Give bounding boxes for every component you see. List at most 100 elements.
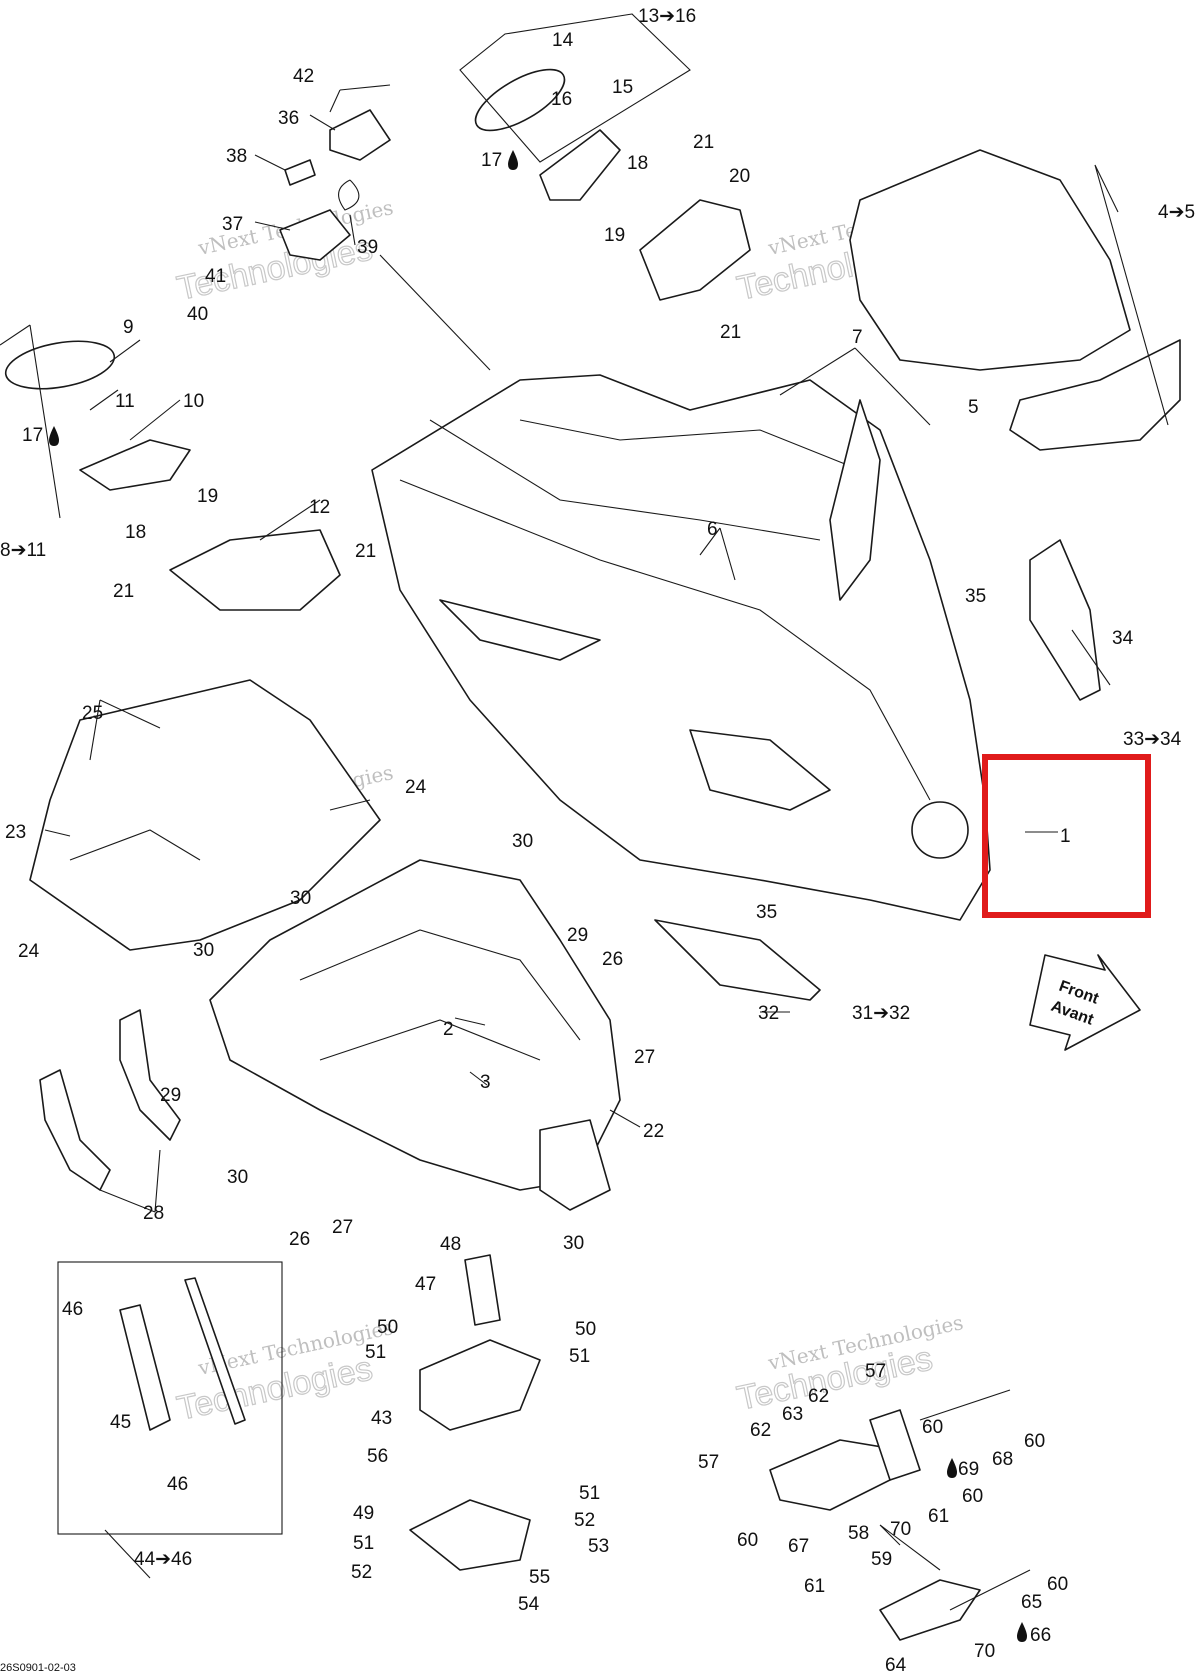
highlight-box <box>982 754 1151 918</box>
label-part-29: 29 <box>160 1085 181 1106</box>
label-part-5: 5 <box>968 397 979 418</box>
kit-box <box>57 1261 283 1535</box>
label-part-22: 22 <box>643 1121 664 1142</box>
part-number-labels: 1 2 3 4➔5 5 6 7 8➔11 9 10 11 12 13➔16 14… <box>0 6 1195 1676</box>
label-part-45: 45 <box>110 1412 131 1433</box>
label-part-29: 29 <box>567 925 588 946</box>
mirror-assembly-left <box>4 340 341 611</box>
label-part-14: 14 <box>552 30 574 51</box>
footrest-assembly <box>769 1389 1031 1641</box>
label-part-50: 50 <box>377 1317 398 1338</box>
straps-part <box>39 1009 181 1191</box>
label-part-40: 40 <box>187 304 208 325</box>
side-panel-part <box>1029 539 1101 701</box>
label-part-27: 27 <box>634 1047 655 1068</box>
label-part-7: 7 <box>852 327 863 348</box>
label-part-51: 51 <box>365 1342 386 1363</box>
lower-cover-part <box>29 679 381 951</box>
label-part-32: 32 <box>758 1003 779 1024</box>
label-part-11: 11 <box>115 391 135 412</box>
oil-drop-icons <box>49 150 1027 1642</box>
label-part-54: 54 <box>518 1594 540 1615</box>
label-part-37: 37 <box>222 214 243 235</box>
label-part-57: 57 <box>698 1452 719 1473</box>
label-part-30: 30 <box>563 1233 584 1254</box>
label-part-65: 65 <box>1021 1592 1042 1613</box>
oil-drop-icon <box>1017 1622 1027 1642</box>
label-part-18: 18 <box>125 522 146 543</box>
label-part-66: 66 <box>1030 1625 1051 1646</box>
label-part-62: 62 <box>750 1420 771 1441</box>
label-part-36: 36 <box>278 108 299 129</box>
label-part-21: 21 <box>113 581 134 602</box>
label-part-23: 23 <box>5 822 26 843</box>
label-part-47: 47 <box>415 1274 436 1295</box>
front-direction-arrow: Front Avant <box>1029 954 1141 1051</box>
label-part-59: 59 <box>871 1549 892 1570</box>
label-part-52: 52 <box>351 1562 372 1583</box>
chassis-part <box>209 859 621 1211</box>
label-part-69: 69 <box>958 1459 979 1480</box>
label-part-34: 34 <box>1112 628 1134 649</box>
label-part-60: 60 <box>922 1417 943 1438</box>
label-part-43: 43 <box>371 1408 392 1429</box>
label-part-2: 2 <box>443 1019 454 1040</box>
hood-part <box>371 374 991 921</box>
label-part-20: 20 <box>729 166 750 187</box>
label-part-21: 21 <box>693 132 714 153</box>
label-part-70: 70 <box>890 1519 911 1540</box>
label-part-12: 12 <box>309 497 330 518</box>
label-part-51: 51 <box>579 1483 600 1504</box>
oil-drop-icon <box>49 426 59 446</box>
label-part-9: 9 <box>123 317 134 338</box>
label-part-63: 63 <box>782 1404 803 1425</box>
label-part-30: 30 <box>290 888 311 909</box>
label-part-19: 19 <box>197 486 218 507</box>
label-part-51: 51 <box>353 1533 374 1554</box>
label-part-62: 62 <box>808 1386 829 1407</box>
label-part-17: 17 <box>22 425 43 446</box>
bracket-assembly <box>279 109 391 261</box>
label-part-27: 27 <box>332 1217 353 1238</box>
label-part-16: 16 <box>551 89 572 110</box>
column-assembly <box>409 1254 541 1571</box>
label-part-60: 60 <box>1047 1574 1068 1595</box>
label-part-28: 28 <box>143 1203 164 1224</box>
label-part-68: 68 <box>992 1449 1013 1470</box>
label-part-30: 30 <box>512 831 533 852</box>
label-part-51: 51 <box>569 1346 590 1367</box>
label-part-30: 30 <box>227 1167 248 1188</box>
grille-part <box>654 919 821 1001</box>
drawing-code: 26S0901-02-03 <box>0 1662 76 1674</box>
label-part-3: 3 <box>480 1072 491 1093</box>
label-part-41: 41 <box>205 266 226 287</box>
label-part-26: 26 <box>289 1229 310 1250</box>
label-part-8-11: 8➔11 <box>0 540 46 561</box>
label-part-24: 24 <box>405 777 427 798</box>
label-part-61: 61 <box>804 1576 825 1597</box>
label-part-46: 46 <box>62 1299 83 1320</box>
label-part-52: 52 <box>574 1510 595 1531</box>
windshield-part <box>849 149 1181 451</box>
label-part-4-5: 4➔5 <box>1158 202 1195 223</box>
label-part-10: 10 <box>183 391 204 412</box>
label-part-42: 42 <box>293 66 314 87</box>
label-part-57: 57 <box>865 1361 886 1382</box>
label-part-48: 48 <box>440 1234 461 1255</box>
label-part-33-34: 33➔34 <box>1123 729 1182 750</box>
label-part-35: 35 <box>965 586 986 607</box>
label-part-44-46: 44➔46 <box>134 1549 192 1570</box>
label-part-39: 39 <box>357 237 378 258</box>
label-part-25: 25 <box>82 703 103 724</box>
label-part-49: 49 <box>353 1503 374 1524</box>
label-part-70: 70 <box>974 1641 995 1662</box>
label-part-56: 56 <box>367 1446 388 1467</box>
label-part-50: 50 <box>575 1319 596 1340</box>
label-part-21: 21 <box>720 322 741 343</box>
label-part-55: 55 <box>529 1567 550 1588</box>
oil-drop-icon <box>947 1458 957 1478</box>
label-part-31-32: 31➔32 <box>852 1003 910 1024</box>
label-part-60: 60 <box>737 1530 758 1551</box>
label-part-58: 58 <box>848 1523 869 1544</box>
